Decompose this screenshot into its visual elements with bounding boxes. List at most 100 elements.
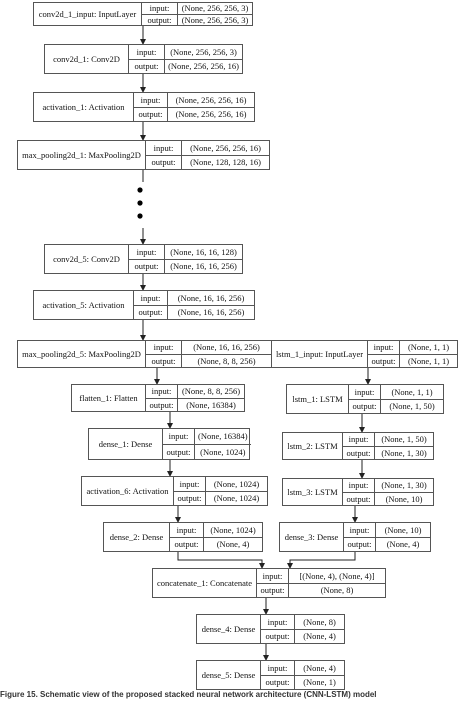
- output-label: output:: [368, 354, 400, 367]
- output-shape: (None, 128, 128, 16): [190, 157, 261, 167]
- output-shape: (None, 4): [303, 631, 336, 641]
- output-shape: (None, 256, 256, 16): [168, 61, 239, 71]
- input-shape: (None, 10): [384, 524, 422, 535]
- output-shape: (None, 256, 256, 3): [181, 14, 249, 25]
- output-label: output:: [344, 537, 376, 551]
- input-shape: (None, 1024): [213, 478, 260, 489]
- layer-name: conv2d_5: Conv2D: [45, 245, 129, 273]
- input-shape: (None, 1024): [210, 524, 256, 535]
- output-shape: (None, 4): [216, 539, 250, 549]
- layer-max-pooling2d-1: max_pooling2d_1: MaxPooling2D input: (Non…: [17, 140, 270, 170]
- layer-name: dense_3: Dense: [280, 523, 344, 551]
- input-shape: (None, 16, 16, 256): [193, 342, 260, 352]
- output-label: output:: [134, 305, 168, 319]
- output-label: output:: [261, 629, 295, 643]
- layer-concatenate-1: concatenate_1: Concatenate input:[(None,…: [152, 568, 386, 598]
- output-label: output:: [129, 59, 165, 73]
- output-shape: (None, 16, 16, 256): [170, 261, 237, 271]
- input-label: input:: [163, 429, 195, 444]
- layer-conv2d-1: conv2d_1: Conv2D input:(None, 256, 256, …: [44, 44, 243, 74]
- output-shape: (None, 8, 8, 256): [197, 355, 256, 366]
- input-shape: (None, 1, 30): [381, 480, 427, 490]
- output-shape: (None, 10): [385, 493, 423, 504]
- input-label: input:: [343, 433, 375, 446]
- output-label: output:: [174, 491, 206, 505]
- layer-dense-3: dense_3: Dense input:(None, 10) output:(…: [279, 522, 431, 552]
- input-shape: (None, 16, 16, 256): [177, 292, 245, 303]
- layer-name: activation_1: Activation: [34, 93, 134, 121]
- input-label: input:: [343, 479, 375, 492]
- input-shape: (None, 256, 256, 3): [170, 46, 237, 57]
- output-shape: (None, 1, 30): [381, 447, 427, 458]
- input-label: input:: [134, 291, 168, 305]
- layer-name: concatenate_1: Concatenate: [153, 569, 257, 597]
- layer-name: dense_5: Dense: [197, 661, 261, 689]
- output-label: output:: [343, 446, 375, 459]
- layer-name: conv2d_1_input: InputLayer: [34, 3, 142, 25]
- layer-flatten-1: flatten_1: Flatten input:(None, 8, 8, 25…: [71, 384, 245, 412]
- figure-caption: Figure 15. Schematic view of the propose…: [0, 690, 377, 699]
- output-label: output:: [146, 354, 182, 367]
- layer-conv2d-5: conv2d_5: Conv2D input: (None, 16, 16, 12…: [44, 244, 243, 274]
- input-label: input:: [129, 45, 165, 59]
- layer-lstm-1-input: lstm_1_input: InputLayer input: (None, 1,…: [271, 340, 458, 368]
- layer-name: activation_5: Activation: [34, 291, 134, 319]
- layer-name: lstm_1: LSTM: [287, 385, 349, 413]
- layer-dense-1: dense_1: Dense input:(None, 16384) outpu…: [88, 428, 251, 460]
- input-shape: [(None, 4), (None, 4)]: [299, 570, 375, 581]
- layer-conv2d-1-input: conv2d_1_input: InputLayer input:(None, …: [33, 2, 253, 26]
- output-shape: (None, 16384): [186, 399, 236, 410]
- output-label: output:: [134, 107, 168, 121]
- layer-dense-2: dense_2: Dense input:(None, 1024) output…: [103, 522, 263, 552]
- layer-activation-1: activation_1: Activation input: (None, 25…: [33, 92, 255, 122]
- layer-name: activation_6: Activation: [82, 477, 174, 505]
- ellipsis-dot: [137, 213, 143, 219]
- input-shape: (None, 16384): [198, 431, 248, 441]
- input-label: input:: [170, 523, 204, 537]
- output-shape: (None, 256, 256, 16): [175, 109, 247, 119]
- output-shape: (None, 1): [303, 677, 336, 687]
- layer-name: lstm_1_input: InputLayer: [272, 341, 368, 367]
- output-label: output:: [163, 444, 195, 459]
- layer-dense-5: dense_5: Dense input:(None, 4) output:(N…: [196, 660, 345, 690]
- layer-max-pooling2d-5: max_pooling2d_5: MaxPooling2D input:(Non…: [17, 340, 272, 368]
- layer-name: lstm_3: LSTM: [283, 479, 343, 505]
- input-label: input:: [146, 141, 182, 155]
- input-label: input:: [146, 385, 178, 398]
- input-label: input:: [261, 661, 295, 675]
- input-shape: (None, 8, 8, 256): [181, 386, 241, 396]
- layer-name: max_pooling2d_5: MaxPooling2D: [18, 341, 146, 367]
- input-shape: (None, 16, 16, 128): [170, 246, 237, 257]
- output-label: output:: [261, 675, 295, 689]
- layer-name: flatten_1: Flatten: [72, 385, 146, 411]
- input-label: input:: [349, 385, 381, 399]
- output-shape: (None, 8): [320, 585, 354, 595]
- layer-dense-4: dense_4: Dense input:(None, 8) output:(N…: [196, 614, 345, 644]
- input-shape: (None, 256, 256, 16): [175, 94, 247, 105]
- input-label: input:: [174, 477, 206, 491]
- input-label: input:: [368, 341, 400, 354]
- input-shape: (None, 1, 1): [391, 386, 433, 397]
- layer-name: lstm_2: LSTM: [283, 433, 343, 459]
- layer-name: dense_4: Dense: [197, 615, 261, 643]
- edge-dense-3-to-concatenate: [287, 552, 356, 569]
- input-label: input:: [344, 523, 376, 537]
- layer-name: max_pooling2d_1: MaxPooling2D: [18, 141, 146, 169]
- input-label: input:: [129, 245, 165, 259]
- input-shape: (None, 256, 256, 3): [181, 3, 249, 13]
- output-label: output:: [146, 398, 178, 411]
- input-label: input:: [134, 93, 168, 107]
- layer-activation-5: activation_5: Activation input: (None, 16…: [33, 290, 255, 320]
- input-shape: (None, 256, 256, 16): [190, 142, 261, 153]
- output-shape: (None, 1, 50): [389, 401, 435, 411]
- output-label: output:: [257, 583, 289, 597]
- layer-lstm-2: lstm_2: LSTM input: (None, 1, 50) output:…: [282, 432, 434, 460]
- ellipsis-dot: [137, 187, 143, 193]
- output-label: output:: [349, 399, 381, 413]
- output-shape: (None, 1024): [213, 493, 260, 503]
- layer-activation-6: activation_6: Activation input: (None, 10…: [81, 476, 268, 506]
- output-shape: (None, 1, 1): [407, 355, 450, 366]
- input-shape: (None, 1, 50): [381, 434, 427, 444]
- output-label: output:: [129, 259, 165, 273]
